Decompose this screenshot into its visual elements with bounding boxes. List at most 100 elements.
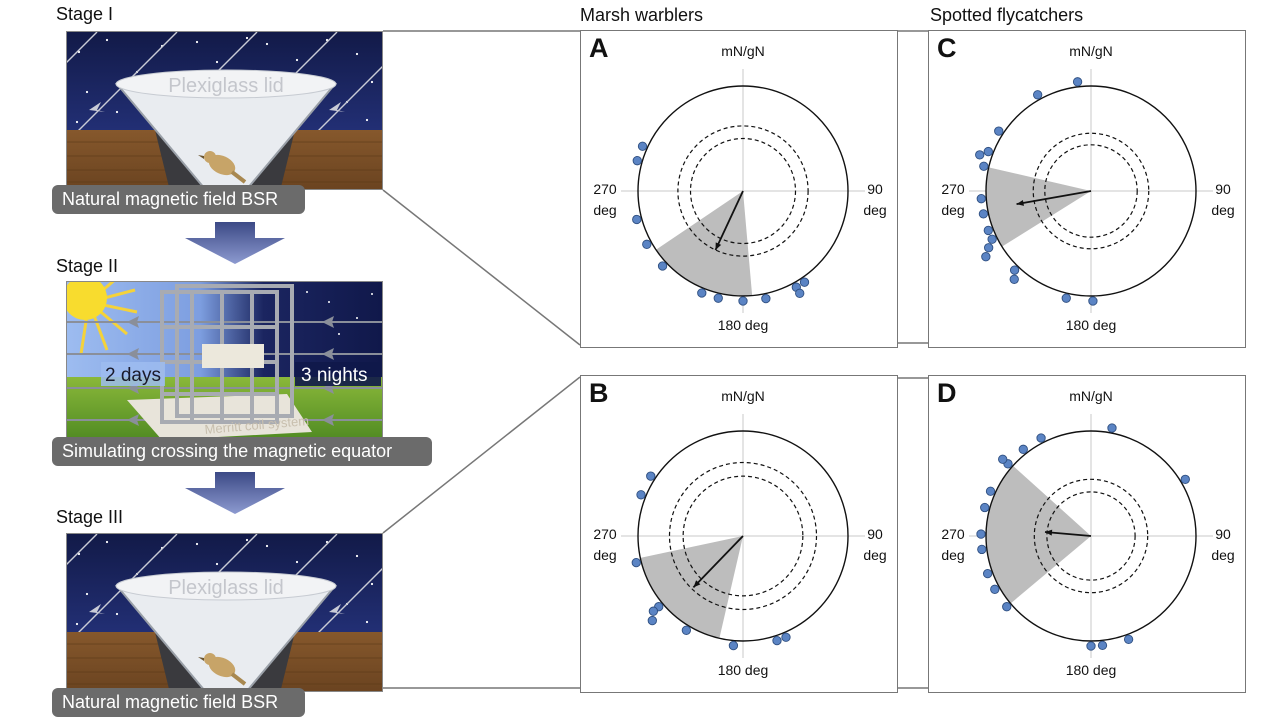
heading-dot (647, 615, 657, 626)
label-south: 180 deg (1065, 662, 1117, 678)
heading-dot (642, 239, 652, 249)
panel-letter: A (589, 33, 609, 63)
heading-dot (657, 261, 668, 271)
stage-2-illustration: 2 days 3 nights Merritt coil system (66, 281, 383, 440)
panel-letter: B (589, 378, 609, 408)
heading-dot (1018, 444, 1028, 454)
stage-2-caption: Simulating crossing the magnetic equator (52, 437, 432, 466)
label-90-unit: deg (1211, 202, 1235, 218)
significance-circle (1033, 478, 1149, 594)
heading-dot (976, 194, 986, 204)
label-90-value: 90 (1215, 526, 1231, 542)
connector-line (382, 189, 581, 346)
plot-area (621, 69, 865, 313)
significance-circle (689, 137, 797, 245)
heading-dot (978, 209, 989, 219)
plexiglass-lid (115, 571, 337, 601)
heading-dot (981, 252, 991, 262)
heading-dot (738, 296, 748, 306)
bird-icon (198, 653, 247, 686)
heading-dot (984, 243, 994, 253)
bird-icon (198, 151, 247, 184)
stage-3-illustration: Plexiglass lid (66, 533, 383, 692)
heading-dot (772, 635, 782, 646)
arrowhead-icon (693, 580, 701, 588)
day-label: 2 days (105, 365, 161, 386)
heading-dot (1088, 296, 1098, 306)
significance-circle (1044, 144, 1138, 238)
label-270-unit: deg (941, 547, 965, 563)
confidence-interval-wedge (986, 167, 1091, 247)
funnel-box (202, 344, 264, 368)
stage-3-caption: Natural magnetic field BSR (52, 688, 305, 717)
lid-label: Plexiglass lid (168, 577, 284, 599)
heading-dot (1002, 602, 1012, 612)
heading-dot (985, 486, 996, 496)
label-90-unit: deg (863, 202, 887, 218)
arrowhead-icon (715, 242, 722, 251)
confidence-interval-wedge (986, 465, 1091, 604)
heading-dot (975, 150, 985, 160)
plexiglass-lid (115, 69, 337, 99)
heading-dot (632, 156, 642, 166)
label-90-value: 90 (867, 526, 883, 542)
heading-dot (728, 640, 739, 651)
mean-vector-arrow (1016, 190, 1092, 206)
down-arrow-icon (185, 222, 285, 264)
heading-dot (976, 529, 986, 539)
heading-dot (983, 225, 993, 236)
label-90: 90 deg (853, 524, 897, 566)
heading-dot (1097, 640, 1108, 651)
heading-dot (980, 502, 990, 513)
night-label: 3 nights (301, 365, 368, 386)
panel-letter: D (937, 378, 957, 408)
label-north: mN/gN (1069, 388, 1113, 404)
stage-1-title: Stage I (56, 4, 114, 24)
label-270-unit: deg (593, 202, 617, 218)
heading-dot (982, 568, 993, 579)
plot-area (969, 414, 1213, 658)
heading-dot (990, 584, 1000, 594)
heading-dot (987, 234, 997, 244)
outer-circle (637, 85, 849, 297)
heading-dot (795, 288, 805, 298)
label-90: 90 deg (853, 179, 897, 221)
label-north: mN/gN (721, 43, 765, 59)
heading-dot (1072, 77, 1083, 87)
label-90-unit: deg (863, 547, 887, 563)
plot-area (969, 69, 1213, 313)
heading-dot (697, 288, 707, 298)
plot-area (621, 414, 865, 658)
label-south: 180 deg (717, 317, 769, 333)
heading-dot (1123, 634, 1134, 645)
heading-dot (648, 606, 659, 616)
label-north: mN/gN (1069, 43, 1113, 59)
column-title-spotted-flycatchers: Spotted flycatchers (930, 5, 1084, 25)
heading-dot (637, 141, 648, 151)
label-north: mN/gN (721, 388, 765, 404)
heading-dot (1009, 274, 1019, 284)
significance-circle (682, 475, 804, 597)
heading-dot (646, 471, 656, 481)
stage-1-caption: Natural magnetic field BSR (52, 185, 305, 214)
heading-dot (979, 161, 989, 171)
outer-circle (985, 85, 1197, 297)
heading-dot (1036, 433, 1046, 443)
heading-dot (631, 557, 641, 568)
heading-dot (761, 293, 771, 304)
heading-dot (1009, 265, 1020, 275)
significance-circle (1046, 491, 1136, 581)
label-90-value: 90 (867, 181, 883, 197)
stage-2-title: Stage II (56, 256, 119, 276)
mean-vector-arrow (1044, 531, 1092, 537)
heading-dot (1086, 641, 1096, 651)
mean-vector-arrow (692, 535, 744, 588)
